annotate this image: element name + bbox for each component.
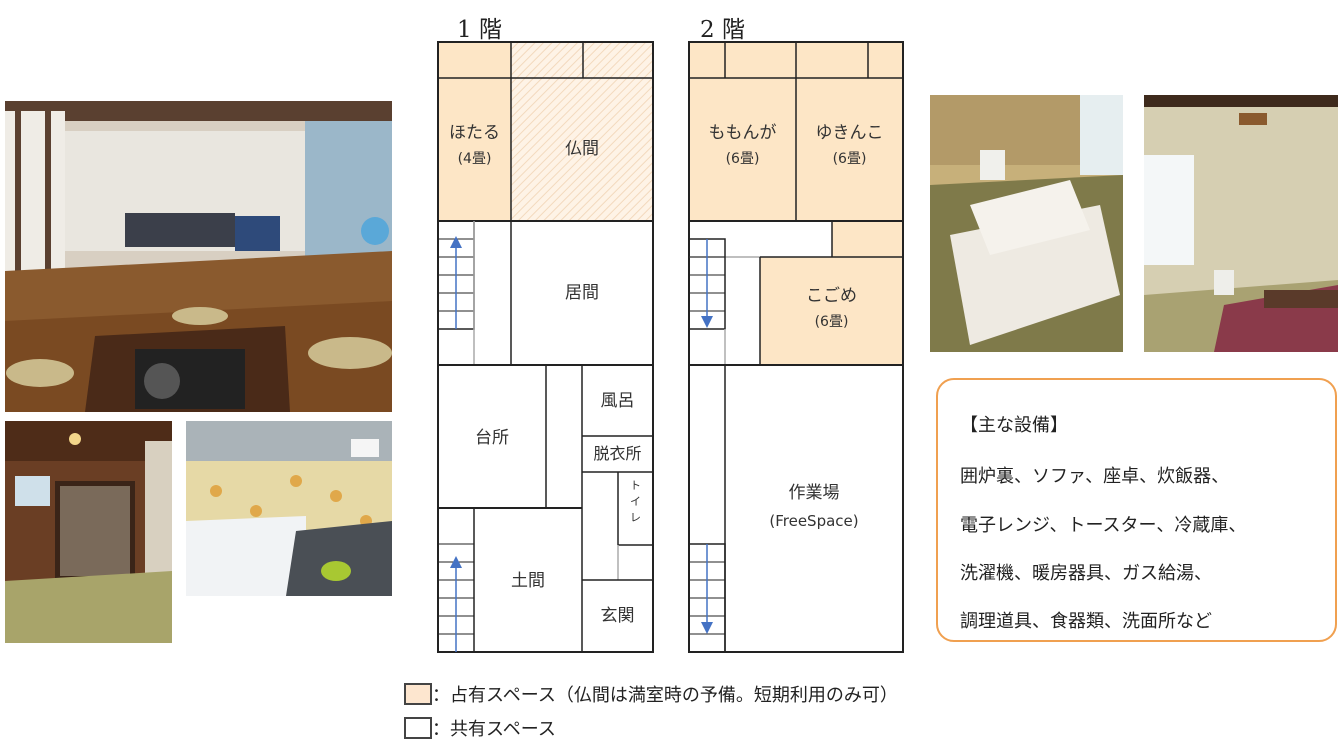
- room-genkan-name: 玄関: [600, 606, 635, 626]
- equipment-line-4: 調理道具、食器類、洗面所など: [960, 611, 1212, 632]
- 2f-kogome-room: [760, 257, 903, 365]
- legend-shared-text: ：共有スペース: [432, 719, 556, 740]
- 1f-top-strip-mid: [511, 42, 583, 78]
- room-daidokoro-name: 台所: [475, 428, 509, 448]
- room-furo-name: 風呂: [600, 391, 635, 411]
- room-sagyoba-label: 作業場 (FreeSpace): [725, 478, 903, 534]
- room-hotaru-size: (4畳): [457, 151, 492, 167]
- 1f-hotaru-room: [438, 78, 511, 221]
- room-hotaru-label: ほたる (4畳): [438, 118, 511, 170]
- floor-2-title: 2 階: [700, 17, 745, 43]
- floor-2-plan: [688, 41, 904, 653]
- legend-shared-swatch: [404, 717, 432, 739]
- tatami-room-photo: [5, 421, 172, 643]
- room-datsuijo-label: 脱衣所: [582, 439, 653, 469]
- room-toilet-label: ト イ レ: [618, 478, 653, 526]
- room-yukinko-size: (6畳): [832, 151, 867, 167]
- room-momonga-size: (6畳): [725, 151, 760, 167]
- equipment-box: [936, 378, 1337, 642]
- toilet-char-3: レ: [630, 511, 641, 524]
- room-ima-name: 居間: [565, 283, 599, 303]
- room-daidokoro-label: 台所: [438, 423, 546, 453]
- washitsu-photo: [1144, 95, 1338, 352]
- 2f-yukinko-room: [796, 78, 903, 221]
- room-furo-label: 風呂: [582, 386, 653, 416]
- room-butsuma-label: 仏間: [511, 134, 653, 164]
- legend-private-text: ：占有スペース（仏間は満室時の予備。短期利用のみ可）: [432, 685, 898, 706]
- 1f-top-strip-right: [583, 42, 653, 78]
- floor-1-plan: [437, 41, 654, 653]
- living-room-photo: [5, 101, 392, 412]
- bathroom-photo: [186, 421, 392, 596]
- room-sagyoba-name: 作業場: [788, 483, 840, 503]
- room-kogome-name: こごめ: [806, 286, 857, 306]
- room-hotaru-name: ほたる: [449, 123, 500, 143]
- room-sagyoba-size: (FreeSpace): [769, 512, 859, 530]
- legend-private-swatch: [404, 683, 432, 705]
- 1f-top-strip-left: [438, 42, 511, 78]
- 1f-butsuma-room: [511, 78, 653, 221]
- floor-1-title: 1 階: [457, 17, 502, 43]
- room-doma-label: 土間: [474, 566, 582, 596]
- 2f-small-block: [832, 221, 903, 257]
- room-datsuijo-name: 脱衣所: [593, 444, 642, 463]
- room-kogome-label: こごめ (6畳): [760, 281, 903, 333]
- kotatsu-room-photo: [930, 95, 1123, 352]
- room-ima-label: 居間: [511, 278, 653, 308]
- room-doma-name: 土間: [511, 571, 545, 591]
- room-yukinko-label: ゆきんこ (6畳): [796, 118, 903, 170]
- room-momonga-name: ももんが: [708, 123, 777, 143]
- room-butsuma-name: 仏間: [565, 139, 599, 159]
- equipment-line-1: 囲炉裏、ソファ、座卓、炊飯器、: [960, 466, 1230, 487]
- toilet-char-2: イ: [630, 495, 641, 508]
- equipment-title: 【主な設備】: [960, 415, 1068, 436]
- 2f-momonga-room: [689, 78, 796, 221]
- toilet-char-1: ト: [630, 479, 641, 492]
- equipment-line-3: 洗濯機、暖房器具、ガス給湯、: [960, 563, 1212, 584]
- room-genkan-label: 玄関: [582, 601, 653, 631]
- equipment-line-2: 電子レンジ、トースター、冷蔵庫、: [960, 515, 1247, 536]
- room-yukinko-name: ゆきんこ: [815, 123, 884, 143]
- room-kogome-size: (6畳): [814, 314, 849, 330]
- room-momonga-label: ももんが (6畳): [689, 118, 796, 170]
